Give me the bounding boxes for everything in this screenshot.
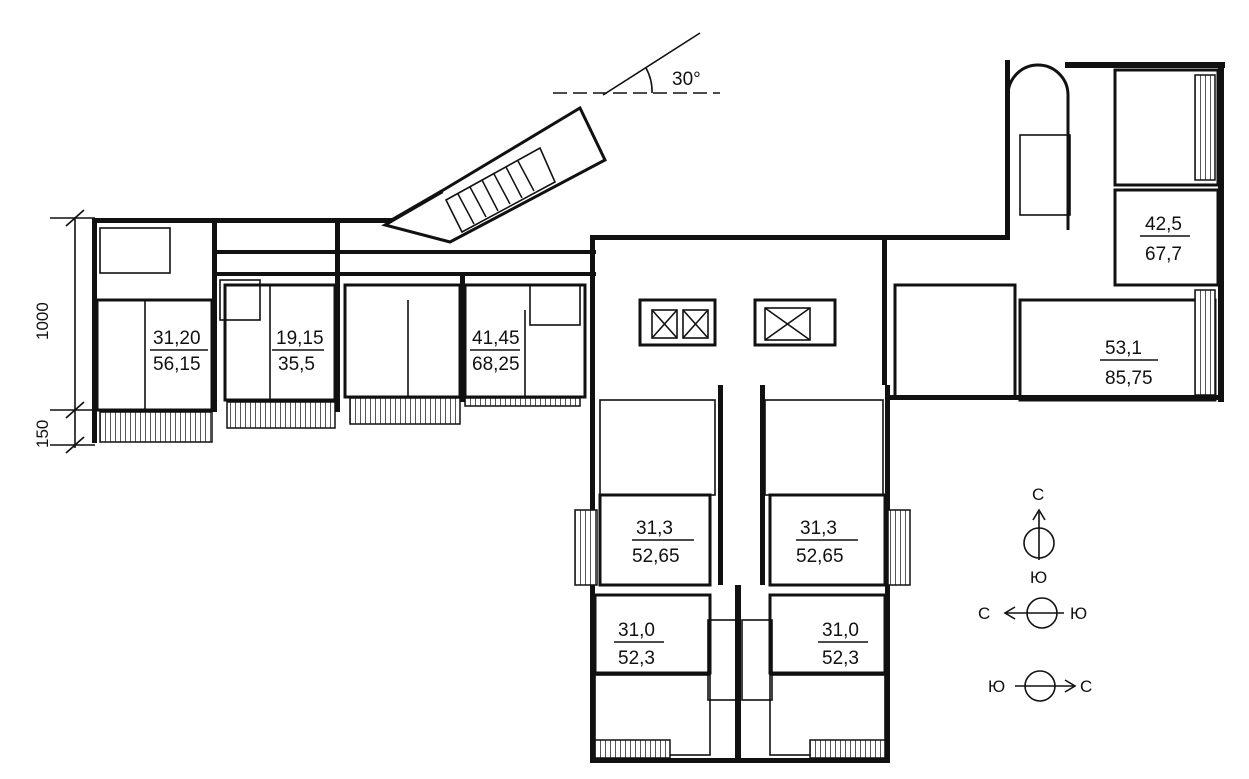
- orientation-horizontal-1: С Ю: [978, 597, 1087, 629]
- svg-text:19,15: 19,15: [276, 328, 324, 349]
- svg-text:31,20: 31,20: [153, 328, 201, 349]
- svg-text:53,1: 53,1: [1105, 338, 1142, 359]
- dimension-150: 150: [33, 420, 52, 448]
- svg-text:С: С: [1032, 485, 1044, 504]
- dimension-lines: 1000 150: [33, 209, 95, 454]
- lower-wing: [574, 385, 911, 763]
- stair-block: [381, 105, 607, 244]
- svg-text:52,3: 52,3: [618, 648, 655, 669]
- svg-text:41,45: 41,45: [472, 328, 520, 349]
- central-hall: [590, 235, 887, 385]
- svg-text:56,15: 56,15: [153, 354, 201, 375]
- apartment-label: 31,3 52,65: [632, 518, 694, 567]
- svg-text:52,65: 52,65: [796, 546, 844, 567]
- apartment-label: 53,1 85,75: [1100, 338, 1158, 389]
- svg-text:35,5: 35,5: [278, 354, 315, 375]
- dimension-1000: 1000: [33, 302, 52, 340]
- orientation-vertical: С Ю: [1023, 485, 1055, 587]
- orientation-horizontal-2: Ю С: [988, 670, 1092, 702]
- svg-text:31,3: 31,3: [636, 518, 673, 539]
- svg-text:С: С: [1080, 677, 1092, 696]
- svg-text:Ю: Ю: [1030, 568, 1047, 587]
- apartment-label: 41,45 68,25: [470, 328, 520, 375]
- svg-text:С: С: [978, 604, 990, 623]
- apartment-label: 31,0 52,3: [818, 620, 868, 669]
- svg-text:31,0: 31,0: [822, 620, 859, 641]
- right-wing: [887, 60, 1225, 402]
- angle-marker: 30°: [553, 32, 720, 96]
- svg-text:67,7: 67,7: [1145, 244, 1182, 265]
- apartment-label: 31,0 52,3: [614, 620, 664, 669]
- apartment-label: 42,5 67,7: [1140, 214, 1190, 265]
- svg-text:Ю: Ю: [1070, 604, 1087, 623]
- orientation-legend: С Ю С Ю Ю С: [978, 485, 1092, 702]
- apartment-labels: 31,20 56,15 19,15 35,5 41,45 68,25 42,5 …: [150, 214, 1190, 669]
- svg-text:42,5: 42,5: [1145, 214, 1182, 235]
- svg-text:52,65: 52,65: [632, 546, 680, 567]
- svg-text:31,3: 31,3: [800, 518, 837, 539]
- apartment-label: 31,20 56,15: [150, 328, 208, 375]
- apartment-label: 19,15 35,5: [272, 328, 324, 375]
- svg-text:31,0: 31,0: [618, 620, 655, 641]
- svg-text:85,75: 85,75: [1105, 368, 1153, 389]
- angle-label: 30°: [672, 69, 701, 90]
- apartment-label: 31,3 52,65: [796, 518, 858, 567]
- svg-text:52,3: 52,3: [822, 648, 859, 669]
- svg-text:Ю: Ю: [988, 677, 1005, 696]
- left-wing: [92, 218, 596, 443]
- svg-text:68,25: 68,25: [472, 354, 520, 375]
